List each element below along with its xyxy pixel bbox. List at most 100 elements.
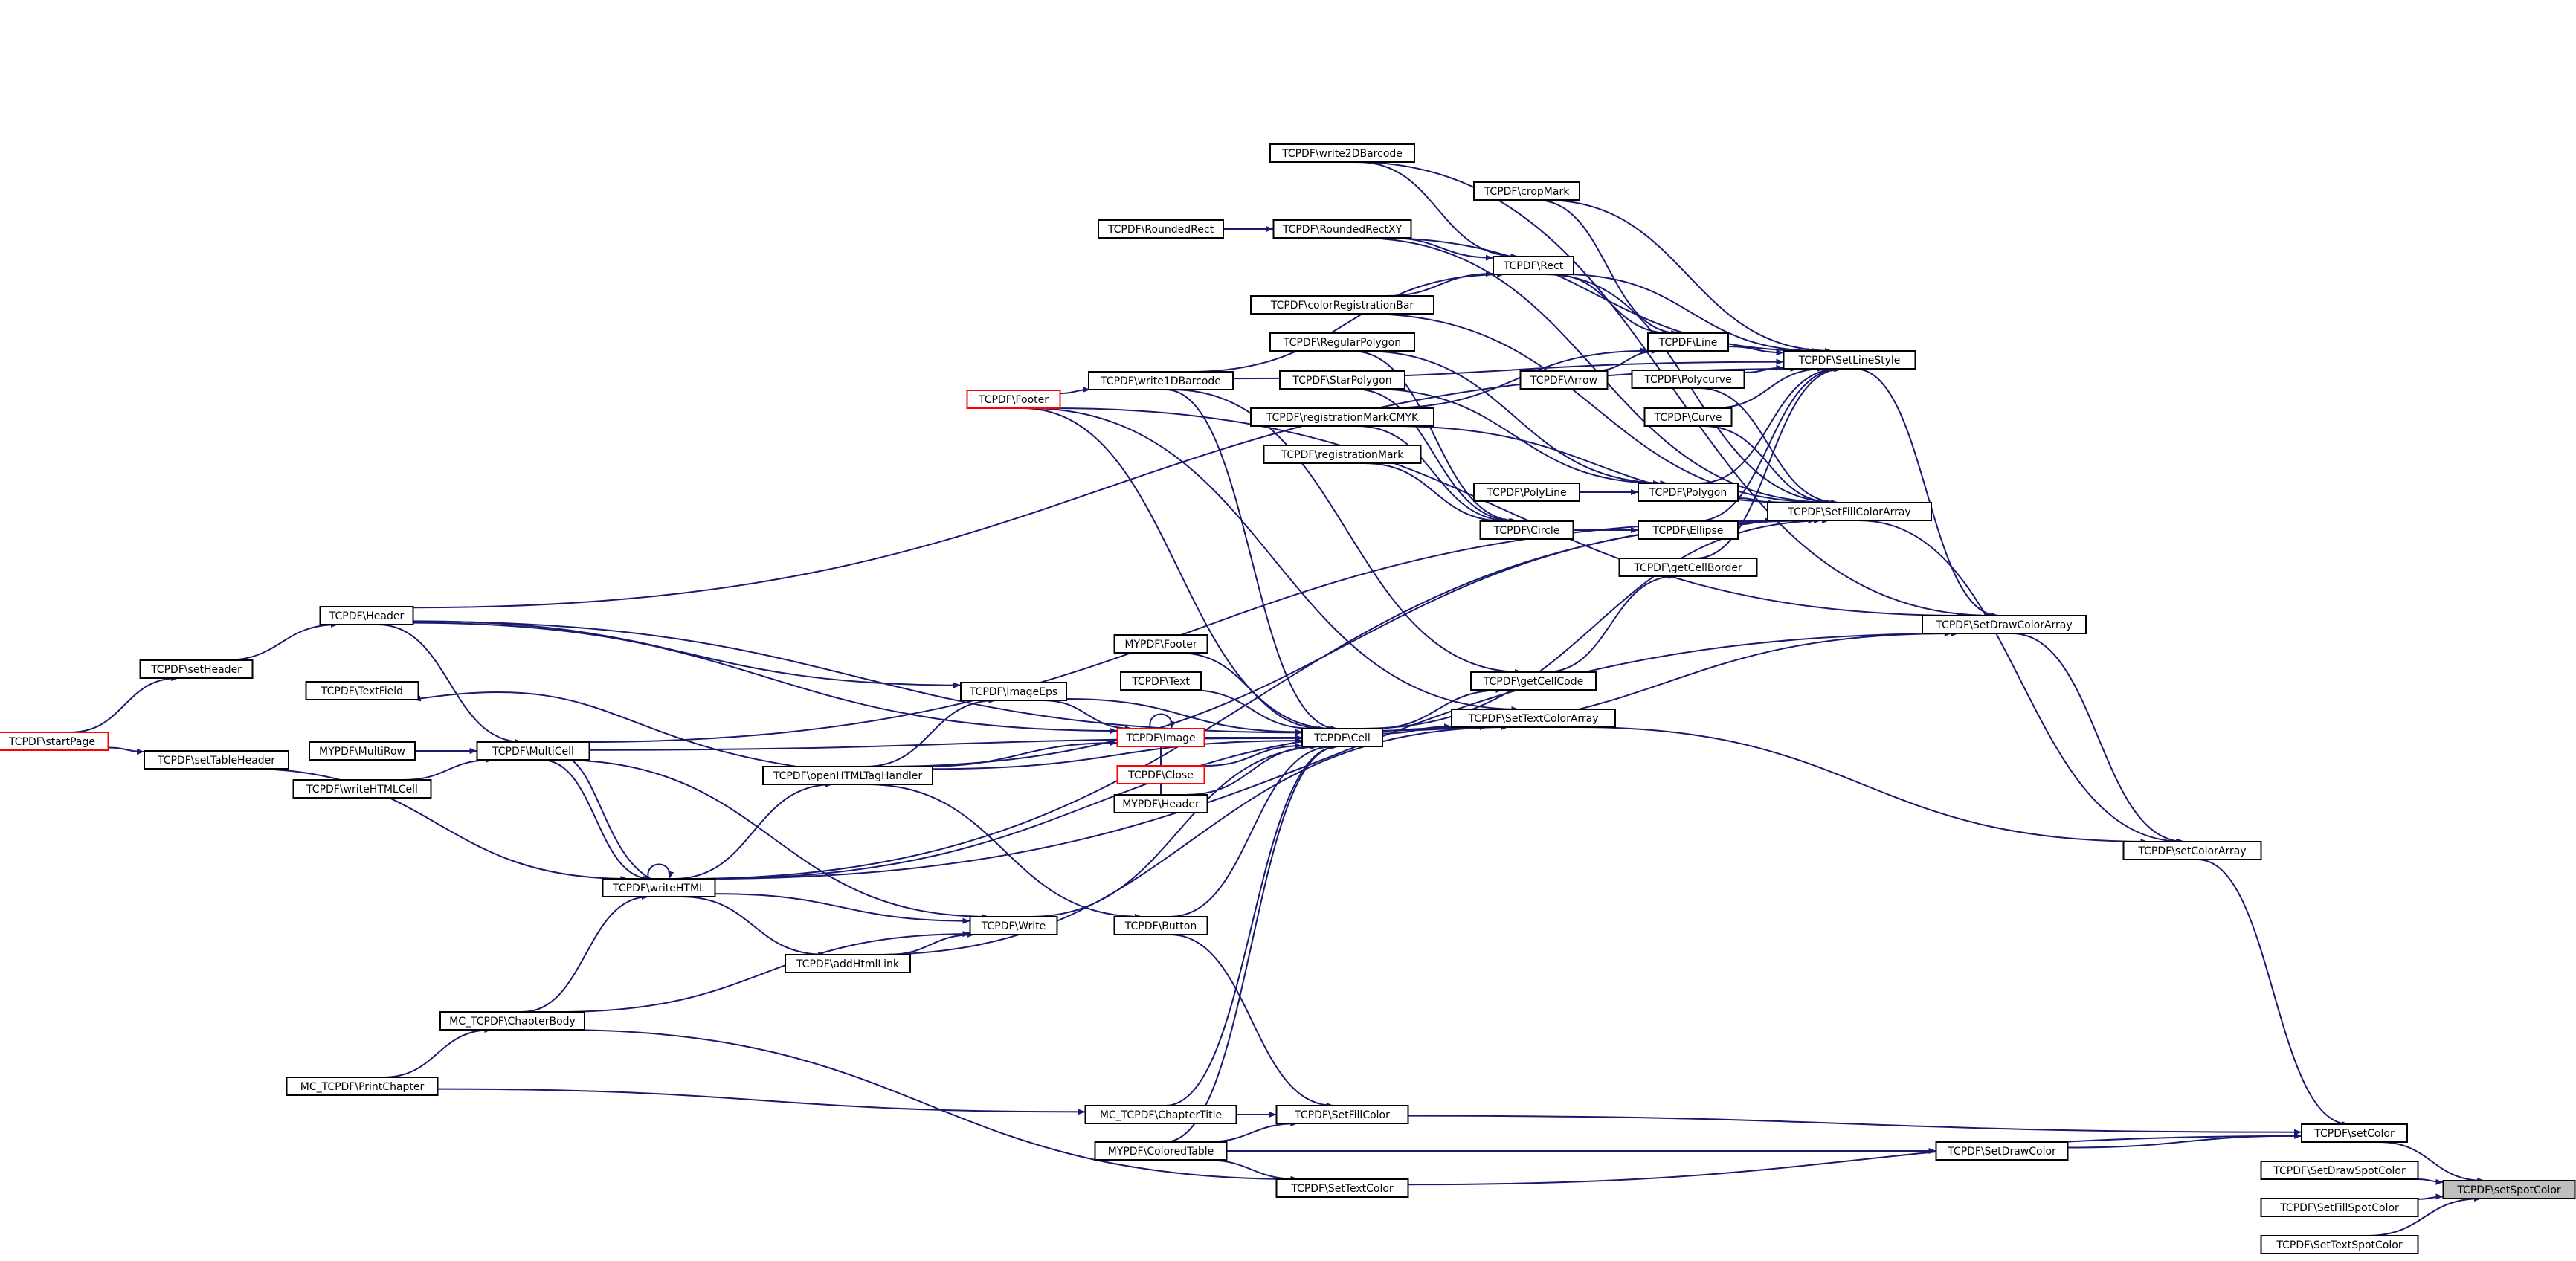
edge-writehtml-to-settextcolorarray	[704, 724, 1488, 880]
node-ellipse[interactable]: TCPDF\Ellipse	[1638, 520, 1739, 540]
node-label: TCPDF\RegularPolygon	[1283, 337, 1401, 349]
node-write2dbarcode[interactable]: TCPDF\write2DBarcode	[1269, 143, 1415, 163]
node-close[interactable]: TCPDF\Close	[1116, 765, 1205, 784]
node-label: TCPDF\MultiCell	[492, 746, 574, 758]
node-label: TCPDF\Arrow	[1530, 375, 1597, 387]
node-roundedrect[interactable]: TCPDF\RoundedRect	[1098, 219, 1224, 239]
node-textfield[interactable]: TCPDF\TextField	[305, 681, 419, 700]
node-button[interactable]: TCPDF\Button	[1113, 916, 1208, 935]
node-setfillspotcolor[interactable]: TCPDF\SetFillSpotColor	[2260, 1198, 2419, 1217]
node-box	[1643, 407, 1733, 427]
node-chapterbody[interactable]: MC_TCPDF\ChapterBody	[439, 1011, 585, 1031]
node-coloredtable[interactable]: MYPDF\ColoredTable	[1094, 1141, 1228, 1161]
node-label: TCPDF\setColorArray	[2137, 845, 2246, 857]
node-setfillcolorarray[interactable]: TCPDF\SetFillColorArray	[1767, 502, 1932, 521]
node-polygon[interactable]: TCPDF\Polygon	[1638, 483, 1739, 502]
node-settableheader[interactable]: TCPDF\setTableHeader	[144, 750, 289, 770]
edge-printchapter-to-chapterbody	[382, 1027, 492, 1078]
node-text[interactable]: TCPDF\Text	[1120, 671, 1202, 691]
edge-startpage-to-setheader	[69, 675, 179, 733]
node-rect[interactable]: TCPDF\Rect	[1493, 256, 1574, 275]
node-writehtml[interactable]: TCPDF\writeHTML	[602, 878, 716, 897]
edge-cell-to-settextcolorarray	[1382, 723, 1452, 735]
node-mypdf-header[interactable]: MYPDF\Header	[1113, 794, 1208, 813]
node-label: TCPDF\PolyLine	[1486, 487, 1566, 499]
node-label: TCPDF\getCellBorder	[1633, 562, 1742, 574]
node-box	[1269, 332, 1415, 352]
node-label: TCPDF\Footer	[978, 394, 1049, 406]
node-box	[1263, 445, 1422, 464]
edge-mypdf-header-to-cell	[1185, 744, 1318, 796]
node-image[interactable]: TCPDF\Image	[1116, 728, 1205, 747]
node-footer[interactable]: TCPDF\Footer	[966, 390, 1061, 409]
node-polyline[interactable]: TCPDF\PolyLine	[1473, 483, 1580, 502]
node-openhtmltaghandler[interactable]: TCPDF\openHTMLTagHandler	[762, 766, 933, 785]
node-label: TCPDF\SetFillColorArray	[1787, 506, 1910, 518]
node-registrationmarkcmyk[interactable]: TCPDF\registrationMarkCMYK	[1250, 407, 1434, 427]
node-circle[interactable]: TCPDF\Circle	[1479, 520, 1574, 540]
node-setcolor[interactable]: TCPDF\setColor	[2301, 1123, 2408, 1143]
node-settextcolorarray[interactable]: TCPDF\SetTextColorArray	[1451, 709, 1616, 728]
node-regularpolygon[interactable]: TCPDF\RegularPolygon	[1269, 332, 1415, 352]
edge-openhtmltaghandler-to-cell	[932, 738, 1303, 770]
node-cell[interactable]: TCPDF\Cell	[1301, 728, 1383, 747]
node-multirow[interactable]: MYPDF\MultiRow	[309, 741, 416, 761]
node-roundedrectxy[interactable]: TCPDF\RoundedRectXY	[1272, 219, 1412, 239]
edge-cropmark-to-setlinestyle	[1543, 199, 1833, 354]
node-setspotcolor[interactable]: TCPDF\setSpotColor	[2442, 1180, 2576, 1199]
edge-setfillcolor-to-setcolor	[1408, 1115, 2302, 1135]
node-box	[1113, 916, 1208, 935]
node-cropmark[interactable]: TCPDF\cropMark	[1473, 181, 1580, 201]
node-box	[439, 1011, 585, 1031]
node-setheader[interactable]: TCPDF\setHeader	[139, 659, 254, 679]
edge-close-to-cell	[1204, 743, 1303, 767]
node-colorregistrationbar[interactable]: TCPDF\colorRegistrationBar	[1250, 295, 1434, 315]
node-getcellborder[interactable]: TCPDF\getCellBorder	[1618, 558, 1758, 577]
node-box	[139, 659, 254, 679]
node-curve[interactable]: TCPDF\Curve	[1643, 407, 1733, 427]
node-settextspotcolor[interactable]: TCPDF\SetTextSpotColor	[2260, 1235, 2419, 1254]
node-write1dbarcode[interactable]: TCPDF\write1DBarcode	[1088, 371, 1234, 390]
node-multicell[interactable]: TCPDF\MultiCell	[476, 741, 590, 761]
node-imageeps[interactable]: TCPDF\ImageEps	[960, 682, 1067, 701]
node-settextcolor[interactable]: TCPDF\SetTextColor	[1275, 1178, 1409, 1198]
node-label: TCPDF\Ellipse	[1652, 525, 1724, 537]
edge-setfillcolorarray-to-setcolorarray	[1858, 520, 2183, 845]
node-label: MYPDF\Header	[1122, 799, 1200, 810]
node-printchapter[interactable]: MC_TCPDF\PrintChapter	[286, 1077, 439, 1096]
node-box	[1519, 370, 1609, 390]
edge-write2dbarcode-to-rect	[1357, 161, 1519, 259]
node-label: TCPDF\SetDrawSpotColor	[2273, 1165, 2406, 1177]
node-setlinestyle[interactable]: TCPDF\SetLineStyle	[1783, 350, 1916, 370]
node-box	[1638, 520, 1739, 540]
node-mypdf-footer[interactable]: MYPDF\Footer	[1113, 634, 1208, 654]
node-startpage[interactable]: TCPDF\startPage	[0, 732, 109, 751]
node-box	[969, 916, 1058, 935]
node-write[interactable]: TCPDF\Write	[969, 916, 1058, 935]
node-addhtmllink[interactable]: TCPDF\addHtmlLink	[785, 954, 911, 973]
node-polycurve[interactable]: TCPDF\Polycurve	[1631, 370, 1745, 389]
edge-startpage-to-settableheader	[108, 746, 145, 755]
node-setcolorarray[interactable]: TCPDF\setColorArray	[2122, 841, 2262, 860]
node-arrow[interactable]: TCPDF\Arrow	[1519, 370, 1609, 390]
edge-settextcolor-to-setcolor	[1408, 1132, 2302, 1186]
node-line[interactable]: TCPDF\Line	[1647, 332, 1729, 352]
node-header[interactable]: TCPDF\Header	[319, 606, 414, 625]
node-setdrawspotcolor[interactable]: TCPDF\SetDrawSpotColor	[2260, 1161, 2419, 1180]
edge-roundedrectxy-to-setlinestyle	[1376, 237, 1815, 354]
node-writehtmlcell[interactable]: TCPDF\writeHTMLCell	[292, 779, 432, 799]
edge-mypdf-footer-to-cell	[1178, 652, 1325, 732]
node-setdrawcolor[interactable]: TCPDF\SetDrawColor	[1935, 1141, 2069, 1161]
edge-footer-to-cell	[1022, 407, 1334, 732]
node-box	[1088, 371, 1234, 390]
node-getcellcode[interactable]: TCPDF\getCellCode	[1470, 671, 1597, 691]
node-setdrawcolorarray[interactable]: TCPDF\SetDrawColorArray	[1922, 615, 2087, 634]
node-box	[1473, 483, 1580, 502]
node-box	[1935, 1141, 2069, 1161]
node-registrationmark[interactable]: TCPDF\registrationMark	[1263, 445, 1422, 464]
node-chaptertitle[interactable]: MC_TCPDF\ChapterTitle	[1084, 1105, 1237, 1124]
node-label: MYPDF\ColoredTable	[1108, 1146, 1214, 1158]
node-setfillcolor[interactable]: TCPDF\SetFillColor	[1275, 1105, 1409, 1124]
edge-footer-to-setdrawcolorarray	[1052, 407, 1965, 619]
node-starpolygon[interactable]: TCPDF\StarPolygon	[1279, 370, 1405, 390]
